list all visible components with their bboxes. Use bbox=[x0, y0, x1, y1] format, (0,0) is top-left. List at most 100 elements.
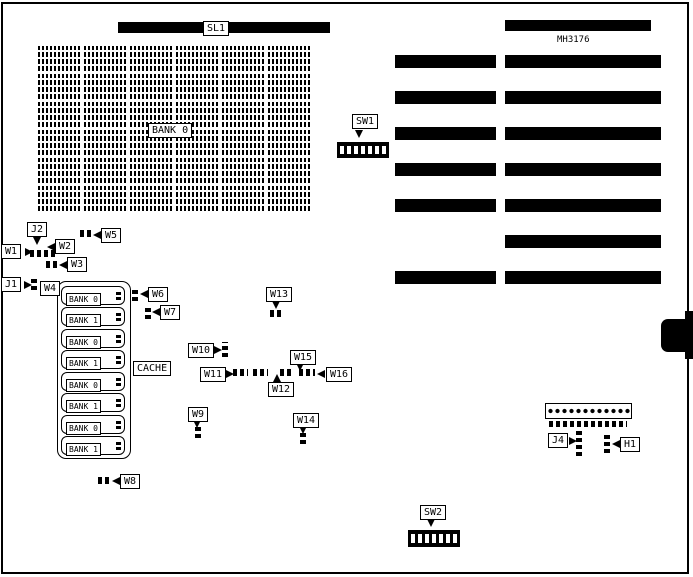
dram-chip bbox=[222, 130, 264, 155]
dram-chip-grid bbox=[38, 46, 310, 211]
simm-socket-label: BANK 0 bbox=[66, 336, 101, 349]
label-w4: W4 bbox=[40, 281, 61, 296]
dram-chip bbox=[268, 186, 310, 211]
dram-chip bbox=[84, 186, 126, 211]
expansion-slot bbox=[395, 127, 496, 140]
dram-chip bbox=[84, 102, 126, 127]
arrow-icon bbox=[317, 370, 325, 378]
label-w11: W11 bbox=[200, 367, 227, 382]
dram-chip bbox=[38, 102, 80, 127]
simm-socket-label: BANK 0 bbox=[66, 379, 101, 392]
expansion-slot bbox=[505, 235, 661, 248]
w10-jumper-pins bbox=[222, 342, 228, 357]
dram-chip bbox=[130, 158, 172, 183]
dram-chip bbox=[268, 158, 310, 183]
expansion-slot bbox=[505, 127, 661, 140]
w6-jumper-pins bbox=[132, 288, 138, 301]
h1-jumper-pins bbox=[604, 435, 610, 453]
expansion-slot bbox=[505, 199, 661, 212]
dram-chip bbox=[38, 186, 80, 211]
expansion-slot bbox=[395, 271, 496, 284]
label-w15: W15 bbox=[290, 350, 317, 365]
simm-socket: BANK 1 bbox=[61, 307, 125, 327]
arrow-icon bbox=[299, 426, 307, 434]
dram-chip bbox=[84, 130, 126, 155]
label-mh3176: MH3176 bbox=[557, 35, 590, 45]
simm-socket-label: BANK 1 bbox=[66, 400, 101, 413]
pin-header-pins bbox=[549, 421, 627, 427]
j2-jumper-pins bbox=[30, 250, 56, 257]
simm-socket-label: BANK 0 bbox=[66, 293, 101, 306]
label-w2: W2 bbox=[55, 239, 76, 254]
simm-socket: BANK 1 bbox=[61, 436, 125, 456]
label-j2: J2 bbox=[27, 222, 48, 237]
w11-jumper-pins bbox=[233, 369, 248, 376]
arrow-icon bbox=[612, 440, 620, 448]
dram-chip bbox=[38, 74, 80, 99]
dram-chip bbox=[176, 74, 218, 99]
keyboard-connector-edge bbox=[685, 311, 693, 359]
mh3176-connector-bar bbox=[505, 20, 651, 31]
dram-chip bbox=[38, 158, 80, 183]
dram-chip bbox=[176, 102, 218, 127]
dram-chip bbox=[84, 46, 126, 71]
w9-jumper-pins bbox=[195, 426, 201, 438]
arrow-icon bbox=[273, 374, 281, 382]
simm-socket-label: BANK 1 bbox=[66, 443, 101, 456]
j4-jumper-pins bbox=[576, 430, 582, 456]
dram-chip bbox=[176, 158, 218, 183]
simm-socket-bank: BANK 0 BANK 1 BANK 0 BANK 1 BANK 0 BANK … bbox=[57, 281, 131, 459]
dram-chip bbox=[176, 46, 218, 71]
w12-jumper-pins bbox=[253, 369, 268, 376]
w5-jumper-pins bbox=[80, 230, 92, 237]
dram-chip bbox=[84, 74, 126, 99]
label-w5: W5 bbox=[101, 228, 122, 243]
dram-chip bbox=[222, 186, 264, 211]
expansion-slot bbox=[505, 163, 661, 176]
label-sw2: SW2 bbox=[420, 505, 447, 520]
label-w7: W7 bbox=[160, 305, 181, 320]
arrow-icon bbox=[24, 281, 32, 289]
sw2-dip-switch bbox=[408, 530, 460, 547]
label-j4: J4 bbox=[548, 433, 569, 448]
w15-jumper-pins bbox=[280, 369, 293, 376]
simm-socket-label: BANK 1 bbox=[66, 357, 101, 370]
dram-chip bbox=[222, 158, 264, 183]
simm-socket: BANK 1 bbox=[61, 393, 125, 413]
label-w6: W6 bbox=[148, 287, 169, 302]
label-w13: W13 bbox=[266, 287, 293, 302]
arrow-icon bbox=[93, 231, 101, 239]
dram-chip bbox=[268, 74, 310, 99]
simm-socket: BANK 0 bbox=[61, 329, 125, 349]
dram-chip bbox=[222, 102, 264, 127]
arrow-icon bbox=[226, 370, 234, 378]
label-w9: W9 bbox=[188, 407, 209, 422]
arrow-icon bbox=[193, 420, 201, 428]
dram-chip bbox=[130, 186, 172, 211]
expansion-slot bbox=[505, 55, 661, 68]
label-w1: W1 bbox=[1, 244, 22, 259]
expansion-slot bbox=[505, 91, 661, 104]
label-j1: J1 bbox=[1, 277, 22, 292]
dram-chip bbox=[38, 46, 80, 71]
dram-chip bbox=[130, 46, 172, 71]
expansion-slot bbox=[395, 199, 496, 212]
arrow-icon bbox=[355, 130, 363, 138]
arrow-icon bbox=[47, 243, 55, 251]
label-w3: W3 bbox=[67, 257, 88, 272]
simm-socket-label: BANK 0 bbox=[66, 422, 101, 435]
expansion-slot bbox=[395, 55, 496, 68]
label-sl1: SL1 bbox=[203, 21, 230, 36]
w16-jumper-pins bbox=[299, 369, 315, 376]
arrow-icon bbox=[569, 437, 577, 445]
arrow-icon bbox=[59, 261, 67, 269]
label-sw1: SW1 bbox=[352, 114, 379, 129]
sw1-dip-switch bbox=[337, 142, 389, 158]
simm-socket: BANK 0 bbox=[61, 372, 125, 392]
simm-socket: BANK 0 bbox=[61, 286, 125, 306]
dram-chip bbox=[268, 102, 310, 127]
w3-jumper-pins bbox=[46, 261, 59, 268]
label-w8: W8 bbox=[120, 474, 141, 489]
label-h1: H1 bbox=[620, 437, 641, 452]
pin-header-connector bbox=[545, 403, 632, 419]
